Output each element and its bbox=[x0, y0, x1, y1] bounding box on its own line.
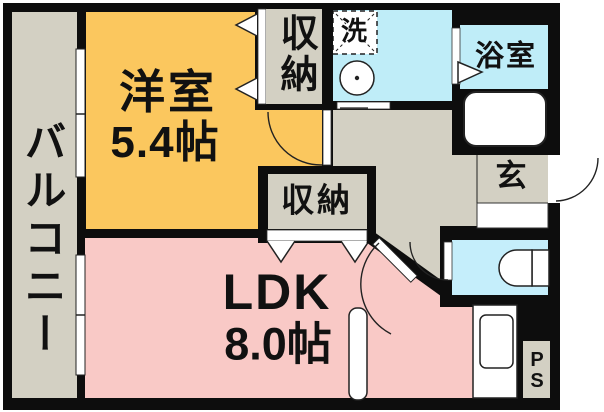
ldk-door-leaf bbox=[372, 237, 418, 283]
ldk-label: LDK bbox=[222, 264, 332, 320]
counter-partition bbox=[348, 307, 368, 401]
balcony-area bbox=[12, 12, 77, 398]
toilet-door-opening bbox=[443, 241, 453, 281]
western-room-door-opening bbox=[322, 109, 332, 166]
window-icon bbox=[75, 48, 86, 178]
toilet-door-arc-icon bbox=[409, 241, 449, 281]
laundry-corner-mark-icon bbox=[335, 13, 347, 25]
toilet-tank-icon bbox=[531, 249, 550, 287]
laundry-corner-mark-icon bbox=[335, 40, 347, 52]
closet-door-chevron-icon bbox=[266, 240, 296, 264]
entrance-step bbox=[476, 202, 549, 229]
closet-middle-area bbox=[268, 174, 367, 229]
bathroom-door-opening bbox=[451, 27, 461, 85]
front-door-arc-icon bbox=[555, 157, 599, 202]
laundry-corner-mark-icon bbox=[363, 13, 375, 25]
closet-middle-door bbox=[266, 229, 368, 242]
ldk-door-arc-icon bbox=[360, 242, 392, 335]
bathroom-door-swing-icon bbox=[457, 60, 484, 85]
wall-west-ldk bbox=[77, 229, 260, 238]
closet-top-label: 収納 bbox=[274, 13, 316, 95]
washroom-sliding-door bbox=[336, 101, 391, 110]
pipe-space-line2: S bbox=[530, 370, 544, 392]
bathroom-label: 浴室 bbox=[474, 40, 538, 73]
pipe-space-area bbox=[523, 341, 550, 398]
laundry-label: 洗 bbox=[340, 16, 368, 46]
pipe-space-line1: P bbox=[530, 349, 544, 371]
pipe-space-label: P S bbox=[530, 350, 543, 392]
closet-top-door bbox=[257, 8, 267, 105]
closet-top-area bbox=[266, 9, 323, 104]
closet-door-chevron-icon bbox=[340, 240, 370, 264]
closet-door-chevron-icon bbox=[234, 13, 258, 37]
bathroom-area bbox=[460, 25, 548, 89]
kitchen-sink-icon bbox=[479, 314, 514, 369]
front-door-opening bbox=[548, 155, 560, 203]
western-room-label: 洋室 bbox=[119, 66, 217, 118]
entrance-label: 玄 bbox=[495, 158, 527, 194]
wall-washroom bbox=[323, 101, 460, 110]
western-room-size: 5.4帖 bbox=[110, 118, 220, 167]
laundry-corner-mark-icon bbox=[363, 40, 375, 52]
bathtub-icon bbox=[463, 91, 547, 147]
ldk-size: 8.0帖 bbox=[224, 318, 332, 370]
western-room-door-arc-icon bbox=[267, 111, 323, 166]
toilet-bowl-icon bbox=[498, 249, 533, 287]
sink-drain-icon bbox=[354, 75, 360, 81]
closet-middle-label: 収納 bbox=[281, 181, 353, 219]
closet-door-chevron-icon bbox=[234, 77, 258, 101]
balcony-label: バルコニー bbox=[19, 120, 66, 360]
